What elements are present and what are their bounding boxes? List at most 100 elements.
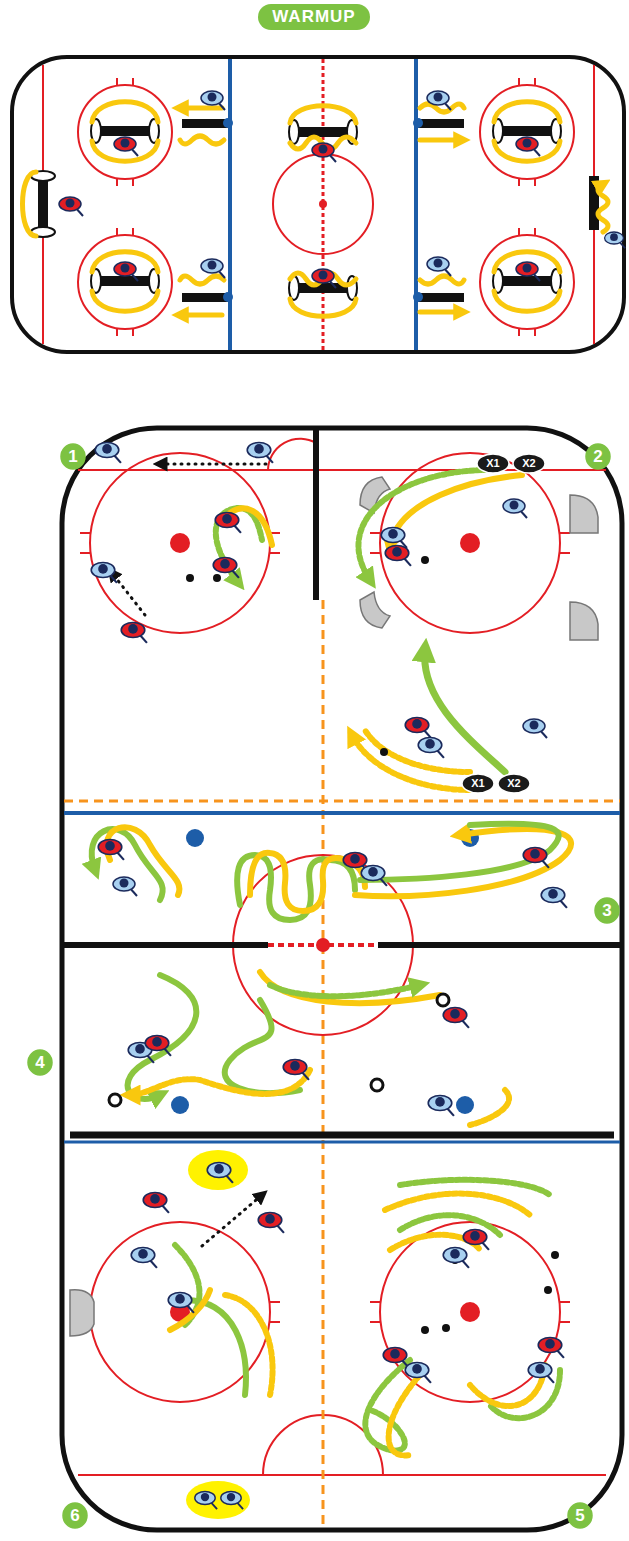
warmup-rink-part-part: [413, 292, 423, 302]
practice-rink-part: [352, 470, 522, 790]
practice-rink-part-part: [523, 719, 547, 738]
practice-rink-part-part: [443, 1008, 469, 1028]
practice-rink-part: [64, 811, 620, 815]
practice-rink-part-part: [186, 574, 194, 582]
practice-rink-part-part: [437, 994, 449, 1006]
practice-rink-part-part: [131, 1248, 157, 1268]
practice-rink-part: [92, 824, 571, 920]
warmup-rink-part-part: [500, 126, 554, 136]
practice-rink-part: [365, 1180, 560, 1456]
practice-rink-part: [128, 972, 509, 1125]
station-badge: [568, 1503, 592, 1528]
warmup-rink-part-part: [413, 118, 423, 128]
practice-rink-part-part: [428, 1096, 454, 1116]
warmup-rink-part-part: [480, 235, 574, 329]
player-tag: X1: [476, 453, 510, 474]
warmup-rink-part-part: [78, 85, 172, 179]
station-number-text: 4: [35, 1054, 44, 1071]
station-badge: [28, 1050, 52, 1075]
practice-rink-part-part: [470, 1090, 509, 1125]
practice-rink-part-part: [90, 453, 270, 633]
warmup-rink-part-part: [201, 91, 225, 110]
warmup-rink-part: [23, 102, 609, 317]
warmup-rink-part-part: [92, 102, 158, 162]
title-pill: WARMUP: [258, 4, 369, 30]
warmup-rink-part-part: [589, 176, 599, 230]
practice-rink-part-part: [121, 623, 147, 643]
practice-rink-part: [322, 600, 325, 1528]
warmup-rink-part-part: [114, 137, 138, 156]
practice-rink-part-part: [215, 513, 241, 533]
practice-rink-part: [186, 1481, 250, 1519]
practice-rink-part-part: [207, 1163, 233, 1183]
practice-rink-part-part: [380, 1222, 560, 1402]
warmup-rink-part-part: [201, 259, 225, 278]
practice-rink-part-part: [442, 1324, 450, 1332]
player-tag-oval: [462, 774, 494, 793]
practice-rink-part-part: [168, 1293, 194, 1313]
warmup-rink-part-part: [418, 119, 464, 128]
warmup-rink-part-part: [427, 257, 451, 276]
warmup-rink-part-part: [480, 85, 574, 179]
warmup-rink-part-part: [180, 106, 222, 111]
warmup-rink-part: [12, 57, 624, 352]
practice-rink-part-part: [418, 738, 444, 758]
practice-rink-part: [188, 1150, 248, 1190]
practice-rink-part-part: [544, 1286, 552, 1294]
practice-rink-part-part: [95, 443, 121, 463]
warmup-rink-part-part: [494, 252, 560, 312]
practice-rink-part-part: [92, 829, 163, 900]
practice-rink-part-part: [380, 453, 560, 633]
practice-rink-part: [112, 464, 272, 615]
practice-rink-part-part: [145, 1036, 171, 1056]
practice-rink-part-part: [221, 1492, 243, 1510]
station-number-text: 6: [70, 1507, 79, 1524]
practice-rink-part-part: [405, 718, 431, 738]
practice-rink-part: [91, 443, 567, 1510]
practice-rink-part: [64, 942, 268, 948]
warmup-rink-part-part: [117, 78, 133, 336]
practice-rink-part-part: [171, 1096, 189, 1114]
practice-rink-part-part: [247, 443, 273, 463]
warmup-rink-part-part: [92, 252, 158, 312]
player-tag: X2: [512, 453, 546, 474]
warmup-rink-part: [223, 118, 423, 302]
warmup-rink-part: [59, 91, 625, 288]
warmup-rink-part-part: [180, 136, 224, 144]
player-tag-text: X2: [507, 778, 520, 789]
practice-rink-part: [70, 477, 598, 1336]
warmup-rink-part-part: [418, 293, 464, 302]
practice-rink-part-part: [195, 1492, 217, 1510]
practice-rink-part-part: [389, 1375, 420, 1455]
warmup-rink-part-part: [223, 118, 233, 128]
station-badge: [63, 1503, 87, 1528]
player-tag: X2: [497, 773, 531, 794]
practice-rink-part: [70, 1132, 614, 1139]
practice-rink-part-part: [358, 470, 488, 580]
practice-rink-part-part: [186, 829, 204, 847]
warmup-rink-part-part: [598, 184, 608, 232]
practice-rink-part-part: [421, 556, 429, 564]
practice-rink-part: [186, 556, 559, 1334]
practice-rink-part-part: [503, 499, 527, 518]
practice-rink-part: [62, 428, 622, 1530]
warmup-rink-part-part: [182, 119, 228, 128]
practice-rink-part-part: [130, 1070, 310, 1095]
warmup-rink-part: [78, 78, 574, 336]
warmup-rink-part-part: [427, 91, 451, 110]
player-tag-text: X1: [486, 458, 499, 469]
practice-rink-part-part: [90, 1222, 270, 1402]
practice-rink-part-part: [365, 730, 470, 772]
practice-rink-part-part: [541, 888, 567, 908]
station-badge: [586, 444, 610, 469]
practice-rink-part-part: [383, 1348, 409, 1368]
player-tag-oval: [513, 454, 545, 473]
practice-rink-part-part: [361, 866, 387, 886]
practice-rink-part-part: [381, 528, 407, 548]
station-number-text: 5: [575, 1507, 584, 1524]
warmup-rink-part: [319, 200, 327, 208]
practice-rink-part-part: [360, 824, 559, 880]
warmup-rink-part-part: [494, 102, 560, 162]
